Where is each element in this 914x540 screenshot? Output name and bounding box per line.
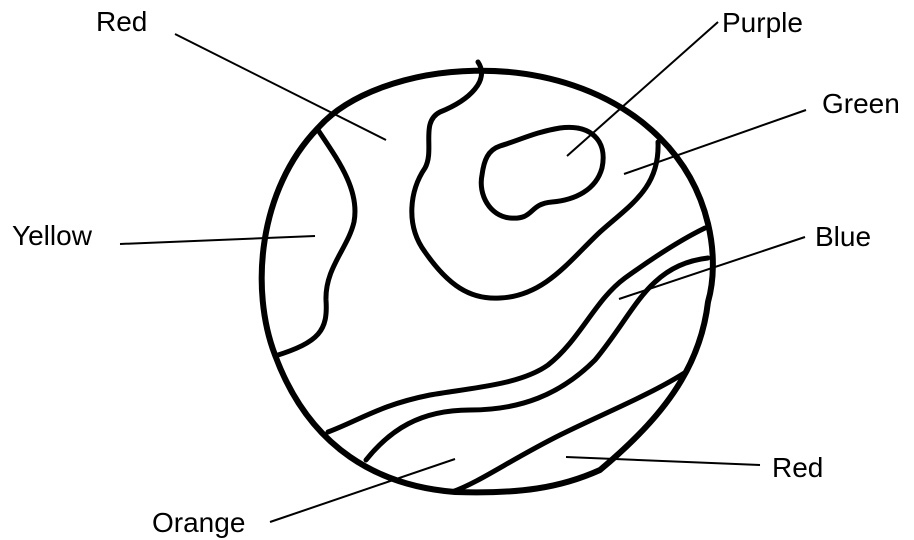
leader-line-yellow	[120, 236, 315, 244]
leader-line-red-bottom	[566, 457, 760, 465]
leader-line-green	[624, 110, 806, 174]
label-green: Green	[822, 88, 900, 119]
blue-band-upper-boundary	[328, 228, 705, 432]
leader-line-red-top	[175, 34, 386, 140]
label-orange: Orange	[152, 507, 245, 538]
label-yellow: Yellow	[12, 220, 93, 251]
label-blue: Blue	[815, 221, 871, 252]
red-region-boundary	[412, 62, 658, 298]
orange-band-boundary	[452, 372, 686, 492]
label-red-top: Red	[96, 6, 147, 37]
label-purple: Purple	[722, 7, 803, 38]
yellow-region-boundary	[275, 130, 355, 356]
label-red-bottom: Red	[772, 452, 823, 483]
